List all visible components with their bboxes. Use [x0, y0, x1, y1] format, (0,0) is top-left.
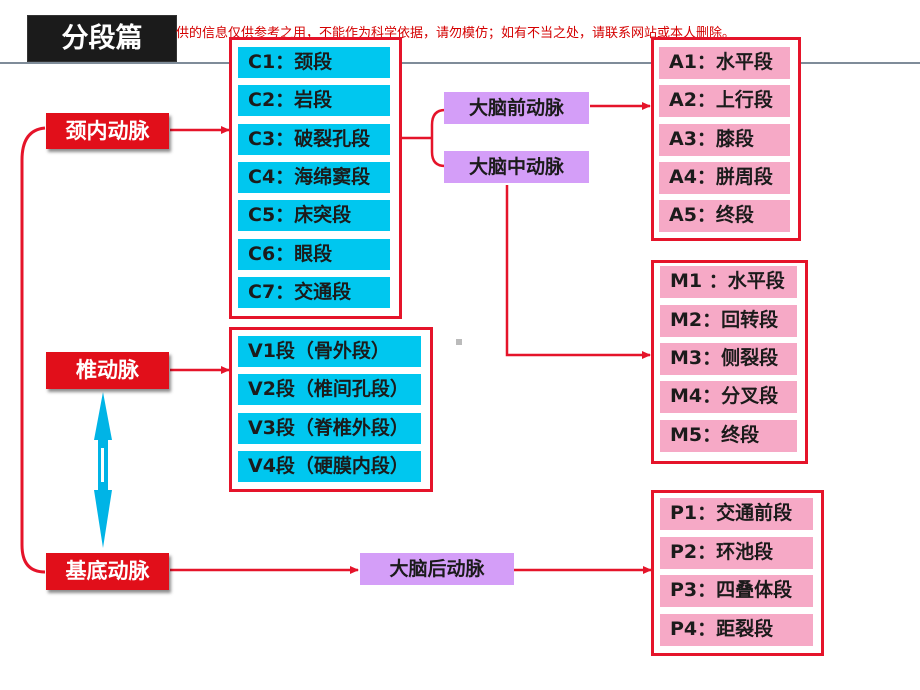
label-internal-carotid: 颈内动脉 — [46, 113, 169, 149]
c-segment-4: C4：海绵窦段 — [238, 162, 390, 193]
a-segment-1: A1：水平段 — [659, 47, 790, 79]
v-segment-2: V2段（椎间孔段） — [238, 374, 421, 405]
label-mca: 大脑中动脉 — [444, 151, 589, 183]
p-segment-4: P4：距裂段 — [660, 614, 813, 646]
m-segment-5: M5：终段 — [660, 420, 797, 452]
p-segment-2: P2：环池段 — [660, 537, 813, 569]
p-segment-3: P3：四叠体段 — [660, 575, 813, 607]
c-segment-1: C1：颈段 — [238, 47, 390, 78]
section-title: 分段篇 — [27, 15, 177, 62]
a-segment-4: A4：胼周段 — [659, 162, 790, 194]
c-segment-5: C5：床突段 — [238, 200, 390, 231]
c-segment-6: C6：眼段 — [238, 239, 390, 270]
c-segment-7: C7：交通段 — [238, 277, 390, 308]
p-segment-1: P1：交通前段 — [660, 498, 813, 530]
m-segment-2: M2：回转段 — [660, 305, 797, 337]
small-dot — [456, 339, 462, 345]
a-segment-3: A3：膝段 — [659, 124, 790, 156]
label-basilar: 基底动脉 — [46, 553, 169, 590]
c-segment-3: C3：破裂孔段 — [238, 124, 390, 155]
left-bracket — [20, 126, 46, 574]
arrow-mca-to-m — [505, 185, 651, 359]
v-segment-1: V1段（骨外段） — [238, 336, 421, 367]
c-segment-2: C2：岩段 — [238, 85, 390, 116]
label-aca: 大脑前动脉 — [444, 92, 589, 124]
v-segment-4: V4段（硬膜内段） — [238, 451, 421, 482]
m-segment-4: M4：分叉段 — [660, 381, 797, 413]
a-segment-2: A2：上行段 — [659, 85, 790, 117]
label-pca: 大脑后动脉 — [360, 553, 514, 585]
m-segment-3: M3：侧裂段 — [660, 343, 797, 375]
a-segment-5: A5：终段 — [659, 200, 790, 232]
v-segment-3: V3段（脊椎外段） — [238, 413, 421, 444]
branch-brace — [430, 108, 446, 168]
label-vertebral: 椎动脉 — [46, 352, 169, 389]
double-arrow-icon — [94, 392, 112, 548]
m-segment-1: M1 ：水平段 — [660, 266, 797, 298]
